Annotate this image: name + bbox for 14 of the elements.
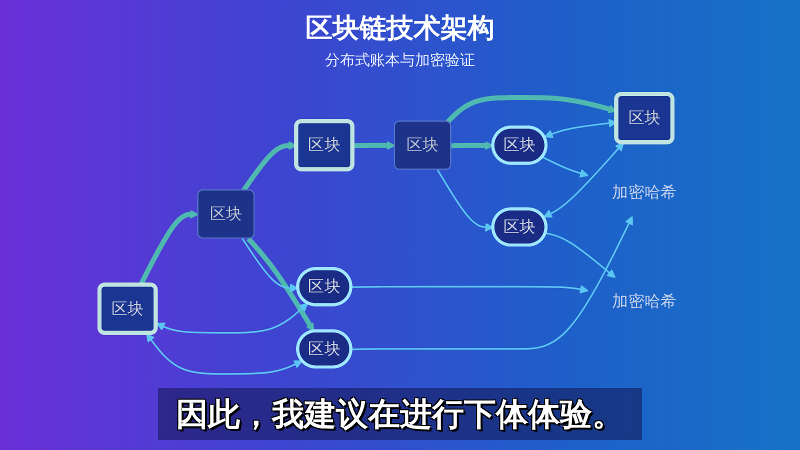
arrow <box>246 236 314 332</box>
title: 区块链技术架构 <box>306 12 494 46</box>
subtitle: 分布式账本与加密验证 <box>325 50 475 70</box>
arrow <box>351 216 633 350</box>
arrow <box>146 333 303 375</box>
arrow <box>352 141 396 150</box>
caption-text: 因此，我建议在进行下体体验。 <box>158 388 642 440</box>
node-text: 加密哈希 <box>612 182 676 202</box>
arrow <box>542 156 589 178</box>
arrow <box>351 284 589 294</box>
node-text: 加密哈希 <box>612 292 676 311</box>
arrow <box>545 232 616 278</box>
arrow <box>543 142 624 218</box>
arrow <box>156 302 308 334</box>
